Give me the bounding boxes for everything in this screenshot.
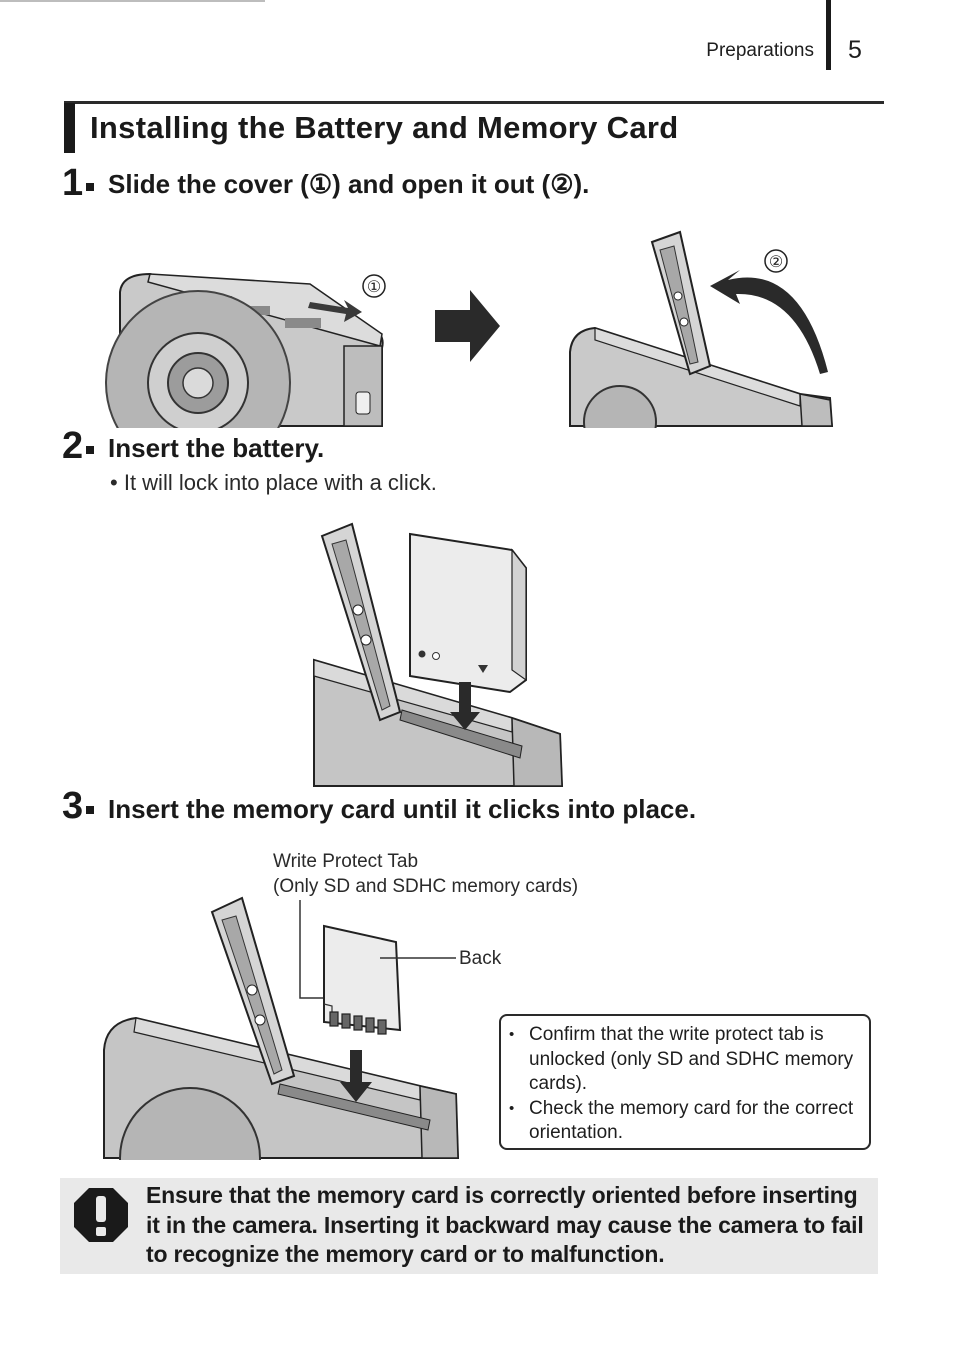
back-label: Back: [459, 948, 502, 969]
note-item: Check the memory card for the correct or…: [509, 1097, 861, 1146]
page-title: Installing the Battery and Memory Card: [90, 110, 679, 145]
note-box: Confirm that the write protect tab is un…: [499, 1014, 871, 1150]
figure-insert-memory-card: [103, 896, 460, 1160]
down-arrow-icon: [340, 1050, 372, 1102]
write-protect-tab-label: Write Protect Tab (Only SD and SDHC memo…: [273, 851, 579, 897]
camera-closed-illustration: ①: [105, 272, 386, 428]
warning-text: Ensure that the memory card is correctly…: [146, 1182, 864, 1267]
title-rule: [64, 101, 884, 104]
step-2-text: Insert the battery.: [108, 433, 325, 463]
caution-icon: [74, 1188, 128, 1242]
step-3-number: 3: [62, 787, 95, 825]
top-rule: [0, 0, 265, 2]
right-arrow-icon: [435, 290, 500, 362]
header-divider: [826, 0, 831, 70]
figure-slide-cover: ① ②: [105, 230, 834, 428]
warning-box: [60, 1178, 878, 1274]
step-1-number: 1: [62, 164, 95, 202]
page-number: 5: [848, 36, 862, 64]
note-item: Confirm that the write protect tab is un…: [509, 1023, 861, 1097]
label-2: ②: [769, 254, 783, 271]
label-1: ①: [367, 279, 381, 296]
slide-arrow-icon: [308, 300, 362, 322]
title-marker: [64, 103, 75, 153]
step-1-text: Slide the cover (①) and open it out (②).: [108, 169, 590, 199]
open-arrow-icon: [710, 270, 828, 374]
section-name: Preparations: [706, 40, 814, 61]
step-3-text: Insert the memory card until it clicks i…: [108, 794, 697, 824]
figure-insert-battery: [313, 522, 564, 787]
step-2-number: 2: [62, 427, 95, 465]
step-2-bullet: • It will lock into place with a click.: [110, 470, 437, 495]
down-arrow-icon: [450, 682, 480, 730]
camera-open-illustration: ②: [569, 230, 834, 428]
